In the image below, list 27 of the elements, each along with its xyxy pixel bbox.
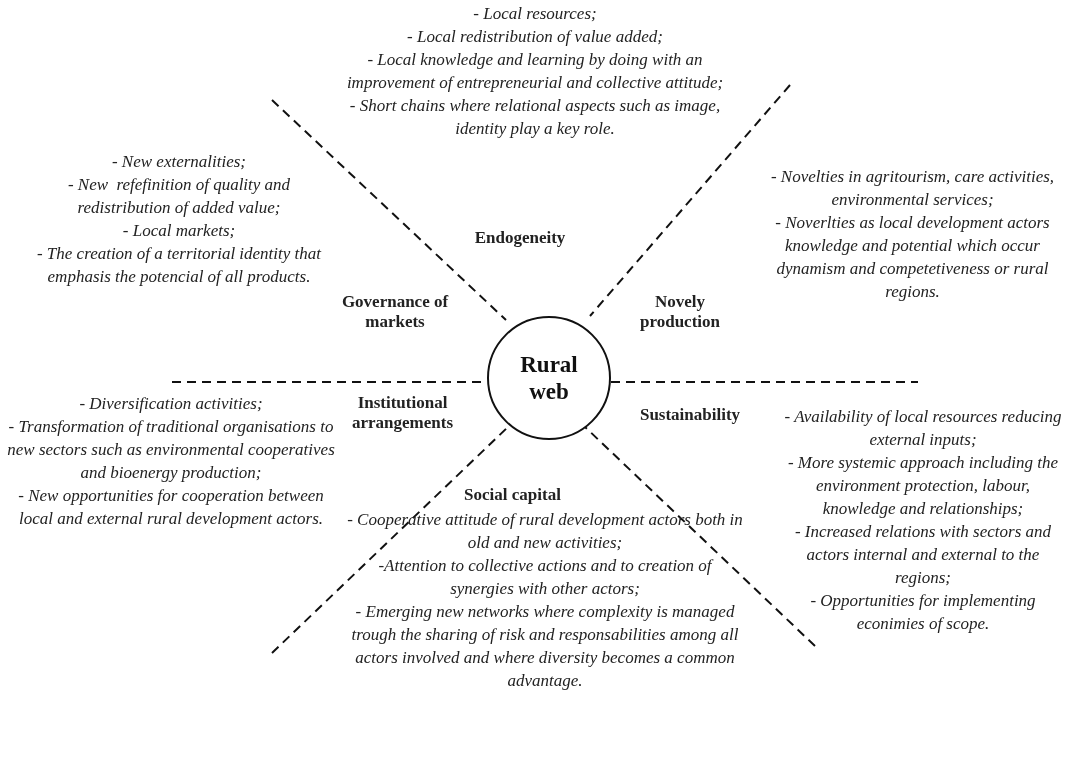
bullet-text: -Attention to collective actions and to creation of synergies with other actors;: [377, 555, 715, 600]
bullet-text: - New externalities;: [110, 151, 248, 173]
bullet-text: - New refefinition of quality and redistribution of added value;: [66, 174, 292, 219]
sector-heading: Governance of markets: [340, 292, 450, 332]
bullet-text: - Cooperative attitude of rural development actors both in old and new activities;: [346, 509, 744, 554]
bullet-text: - More systemic approach including the environment protection, labour, knowledge and relationships;: [786, 452, 1060, 520]
bullet-text: - Opportunities for implementing econimies of scope.: [809, 590, 1037, 635]
bullet-text: - Emerging new networks where complexity is managed trough the sharing of risk and responsabilities among all actors involved and where diversity becomes a common advantage.: [350, 601, 740, 692]
bullet-text: - Diversification activities;: [78, 393, 264, 415]
bullet-text: - Local resources;: [472, 3, 598, 25]
bullet-text: - Short chains where relational aspects such as image, identity play a key role.: [348, 95, 722, 140]
bullet-text: - Transformation of traditional organisations to new sectors such as environmental cooperatives and bioenergy production;: [6, 416, 336, 484]
bullet-text: - Local markets;: [121, 220, 237, 242]
bullet-text: - Novelties in agritourism, care activities, environmental services;: [769, 166, 1056, 211]
sector-heading: Institutional arrangements: [351, 393, 454, 433]
bullet-text: - The creation of a territorial identity that emphasis the potencial of all products.: [35, 243, 323, 288]
bullet-text: - Local knowledge and learning by doing with an improvement of entrepreneurial and collective attitude;: [345, 49, 725, 94]
sector-heading: Endogeneity: [473, 228, 567, 248]
center-circle: Rural web: [487, 316, 611, 440]
bullet-text: - New opportunities for cooperation between local and external rural development actors.: [17, 485, 325, 530]
bullet-text: - Local redistribution of value added;: [406, 26, 664, 48]
bullet-text: - Availability of local resources reducing external inputs;: [783, 406, 1063, 451]
sector-heading: Novely production: [639, 292, 721, 332]
bullet-text: - Increased relations with sectors and actors internal and external to the regions;: [793, 521, 1053, 589]
bullet-text: - Noverlties as local development actors knowledge and potential which occur dynamism and competetiveness or rural regions.: [774, 212, 1051, 303]
sector-heading: Social capital: [463, 485, 562, 505]
sector-heading: Sustainability: [638, 405, 742, 425]
